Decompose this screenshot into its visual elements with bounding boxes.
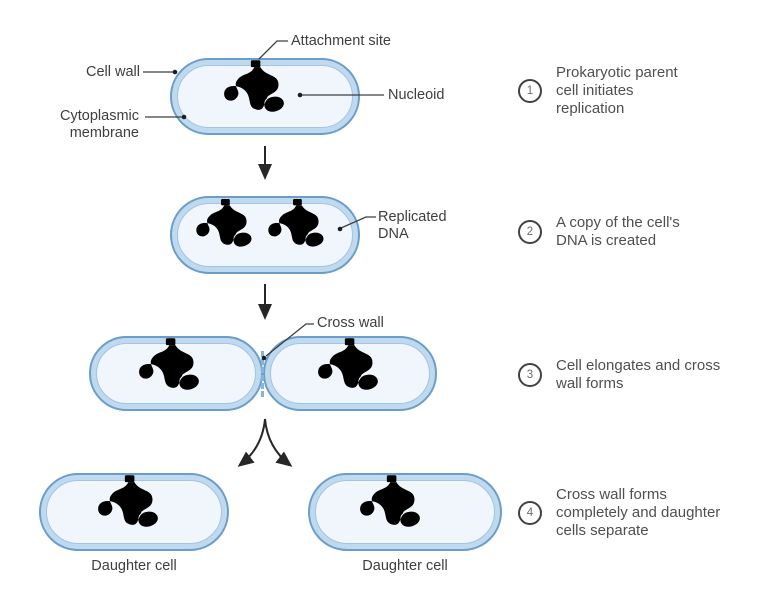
step-2: 2 A copy of the cell's DNA is created (518, 214, 748, 250)
attachment-site-connector (258, 40, 288, 60)
step-2-number: 2 (526, 226, 534, 238)
step-4-number: 4 (526, 507, 534, 519)
step-1-number: 1 (526, 85, 534, 97)
step-3: 3 Cell elongates and cross wall forms (518, 357, 748, 393)
replicated-dna-pink (360, 475, 420, 527)
step-1-number-badge: 1 (518, 79, 542, 103)
arrow-branch-right (264, 418, 293, 467)
step-3-number-badge: 3 (518, 363, 542, 387)
daughter-cell-left (39, 473, 229, 551)
step-2-text: A copy of the cell's DNA is created (556, 214, 680, 249)
nucleoid-dna-blue (139, 338, 199, 390)
step-1-text: Prokaryotic parent cell initiates replic… (556, 64, 678, 117)
daughter-cell-right (308, 473, 502, 551)
replicated-dna-pink (318, 338, 378, 390)
step-4-text: Cross wall forms completely and daughter… (556, 486, 721, 539)
daughter-cell-right-label: Daughter cell (362, 558, 448, 574)
replicated-dna-label: Replicated DNA (378, 209, 447, 243)
step-3-number: 3 (526, 369, 534, 381)
nucleoid-label: Nucleoid (388, 87, 445, 103)
cross-wall-label: Cross wall (317, 315, 384, 331)
step-1: 1 Prokaryotic parent cell initiates repl… (518, 64, 748, 118)
nucleoid-dna-blue (98, 475, 158, 527)
attachment-site-label: Attachment site (291, 33, 391, 49)
cell-wall-label: Cell wall (86, 64, 140, 80)
nucleoid-dna-blue (224, 60, 284, 112)
step-3-text: Cell elongates and cross wall forms (556, 357, 721, 392)
step-2-number-badge: 2 (518, 220, 542, 244)
step-4: 4 Cross wall forms completely and daught… (518, 486, 748, 540)
daughter-cell-left-label: Daughter cell (91, 558, 177, 574)
cytoplasmic-membrane-label: Cytoplasmic membrane (60, 108, 139, 142)
step-4-number-badge: 4 (518, 501, 542, 525)
cross-wall (261, 351, 264, 397)
arrow-branch-left (237, 418, 266, 467)
replicated-dna-pink (268, 199, 324, 247)
